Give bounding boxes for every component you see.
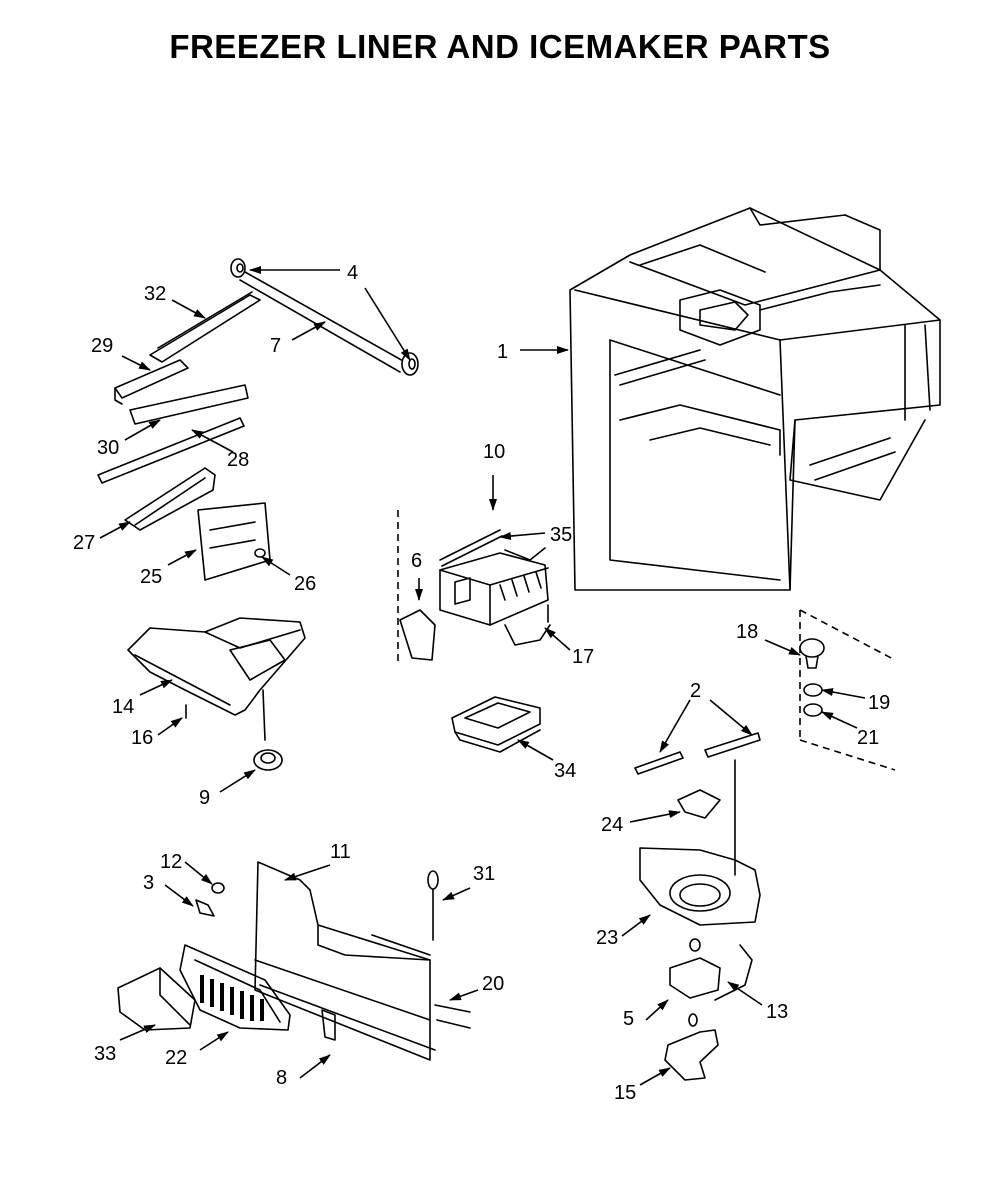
callout-31: 31 xyxy=(473,863,495,885)
freezer-liner-part xyxy=(569,207,941,591)
callout-18: 18 xyxy=(736,621,758,643)
callout-14: 14 xyxy=(112,696,134,718)
callout-3: 3 xyxy=(143,872,154,894)
evaporator-duct-parts xyxy=(634,732,761,1081)
callout-10: 10 xyxy=(483,441,505,463)
callout-13: 13 xyxy=(766,1001,788,1023)
callout-24: 24 xyxy=(601,814,623,836)
diagram-title: FREEZER LINER AND ICEMAKER PARTS xyxy=(169,28,831,65)
leader-arrows xyxy=(99,266,866,1086)
ice-tray-part xyxy=(451,696,541,753)
callout-29: 29 xyxy=(91,335,113,357)
callout-26: 26 xyxy=(294,573,316,595)
callout-35: 35 xyxy=(550,524,572,546)
callout-5: 5 xyxy=(623,1008,634,1030)
callout-8: 8 xyxy=(276,1067,287,1089)
callout-28: 28 xyxy=(227,449,249,471)
callout-2: 2 xyxy=(690,680,701,702)
callout-19: 19 xyxy=(868,692,890,714)
auger-rail-parts xyxy=(97,291,261,531)
fitting-parts xyxy=(799,609,896,771)
callout-21: 21 xyxy=(857,727,879,749)
callout-30: 30 xyxy=(97,437,119,459)
callout-labels: 4 1 2 3 5 6 7 8 9 10 11 12 13 14 15 16 1… xyxy=(73,262,890,1104)
ice-bin-housing-part xyxy=(127,617,306,771)
callout-34: 34 xyxy=(554,760,576,782)
callout-16: 16 xyxy=(131,727,153,749)
callout-17: 17 xyxy=(572,646,594,668)
callout-32: 32 xyxy=(144,283,166,305)
bushing-and-shaft-parts xyxy=(230,258,419,376)
icemaker-assembly-part xyxy=(397,510,551,665)
callout-25: 25 xyxy=(140,566,162,588)
callout-4: 4 xyxy=(347,262,358,284)
callout-7: 7 xyxy=(270,335,281,357)
lower-air-duct-parts xyxy=(117,861,471,1061)
callout-15: 15 xyxy=(614,1082,636,1104)
callout-11: 11 xyxy=(330,841,351,863)
callout-9: 9 xyxy=(199,787,210,809)
callout-6: 6 xyxy=(411,550,422,572)
callout-33: 33 xyxy=(94,1043,116,1065)
callout-12: 12 xyxy=(160,851,182,873)
callout-22: 22 xyxy=(165,1047,187,1069)
bracket-plate-part xyxy=(197,502,271,581)
grille-hatching xyxy=(200,975,264,1021)
callout-20: 20 xyxy=(482,973,504,995)
callout-1: 1 xyxy=(497,341,508,363)
callout-23: 23 xyxy=(596,927,618,949)
callout-27: 27 xyxy=(73,532,95,554)
